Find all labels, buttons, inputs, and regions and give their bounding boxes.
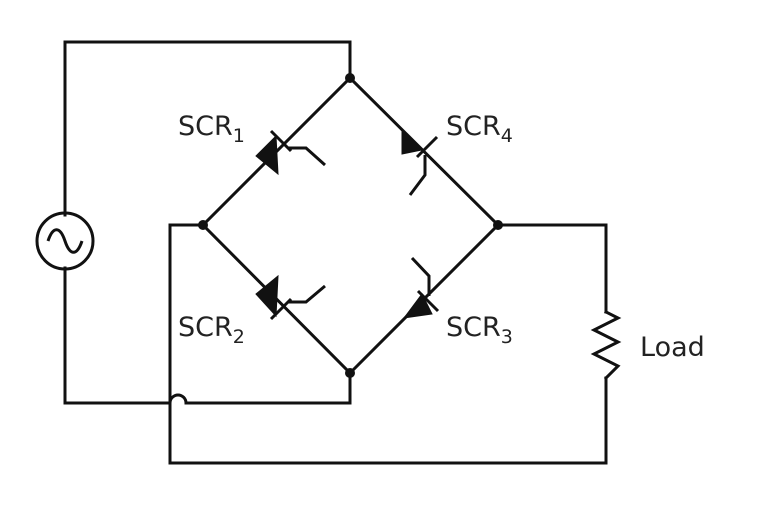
scr1-triangle [255,134,279,176]
wiring [63,40,608,465]
scr3-subscript: 3 [501,326,513,348]
scr1-subscript: 1 [233,125,245,147]
scr2-subscript: 2 [233,326,245,348]
node-right [493,220,503,230]
node-bottom [345,368,355,378]
ac-source-circle [35,211,95,271]
scr4-subscript: 4 [501,125,513,147]
wire-left-return [168,223,608,465]
scr4-gate [408,155,427,196]
scr2-label: SCR2 [178,312,245,348]
scr4-symbol [401,128,439,196]
wire-top [63,40,352,217]
scr3-symbol [402,256,440,319]
scr3-label: SCR3 [446,312,513,348]
ac-source-icon [35,211,95,271]
scr1-gate [288,146,327,167]
load-resistor-icon [590,309,622,381]
scr2-triangle [255,274,279,318]
scr3-cathode-bar [416,289,440,313]
scr3-gate [410,256,431,296]
scr1-cathode-bar [269,129,293,153]
junctions [198,73,503,378]
scr2-symbol [255,274,326,321]
node-left [198,220,208,230]
scr2-cathode-bar [269,297,293,321]
load-zigzag [590,309,622,381]
node-top [345,73,355,83]
wire-right-load [496,223,608,314]
scr3-triangle [402,293,433,319]
scr1-symbol [255,129,327,176]
scr2-gate [288,284,326,304]
load-label: Load [640,332,705,363]
scr1-label: SCR1 [178,111,245,147]
scr4-triangle [401,128,424,155]
scr4-label: SCR4 [446,111,513,147]
ac-source-sine [46,228,84,254]
scr4-cathode-bar [415,135,439,159]
